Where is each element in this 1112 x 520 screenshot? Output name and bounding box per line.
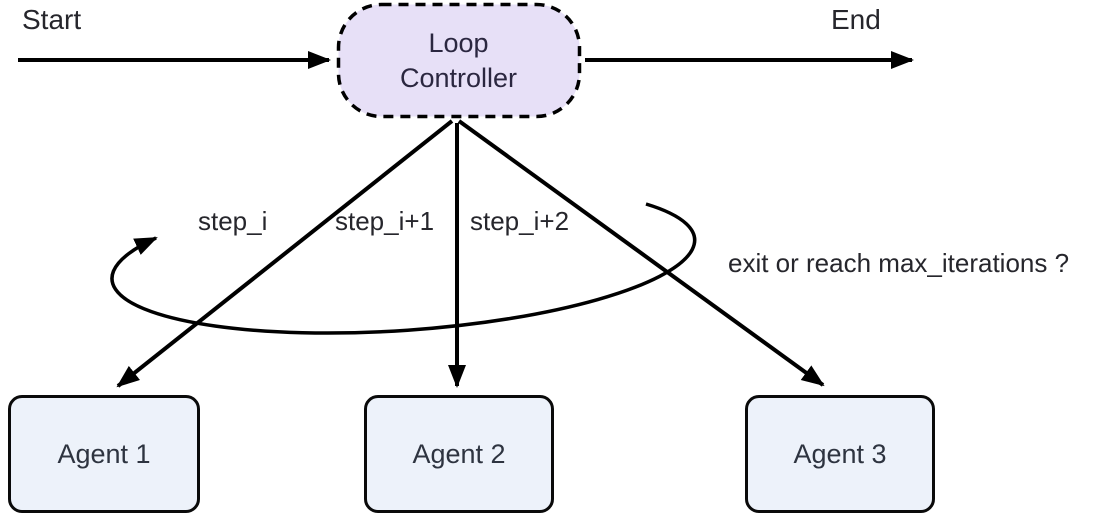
loop-controller-label-line2: Controller <box>399 63 518 93</box>
edge-to-agent-3 <box>457 119 825 387</box>
loop-controller-label: Loop Controller <box>337 5 580 117</box>
edge-label-step-i-plus-2: step_i+2 <box>470 206 570 236</box>
loop-controller-node <box>336 2 582 119</box>
agent-2-label: Agent 2 <box>412 438 506 469</box>
exit-condition-label: exit or reach max_iterations ? <box>728 248 1070 278</box>
agent-1-node: Agent 1 <box>8 395 200 513</box>
edge-to-agent-1 <box>116 119 454 388</box>
loop-back-arc <box>110 202 697 335</box>
edge-label-step-i: step_i <box>198 206 268 236</box>
agent-1-label: Agent 1 <box>57 438 151 469</box>
agent-2-node: Agent 2 <box>364 395 554 513</box>
agent-3-label: Agent 3 <box>793 438 887 469</box>
agent-3-node: Agent 3 <box>745 395 935 513</box>
edge-label-step-i-plus-1: step_i+1 <box>335 206 435 236</box>
end-label: End <box>831 4 881 35</box>
start-label: Start <box>22 4 82 35</box>
loop-controller-label-line1: Loop <box>428 28 489 58</box>
